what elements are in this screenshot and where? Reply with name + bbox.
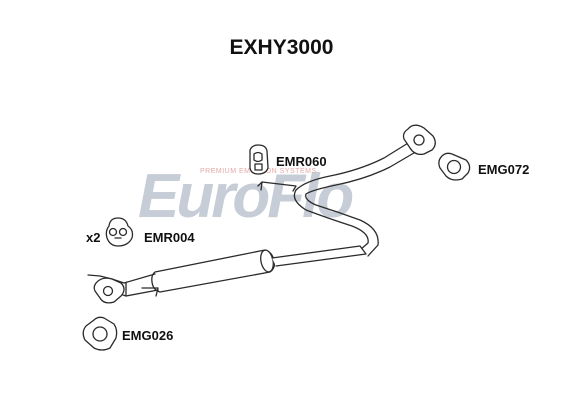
label-emr004-quantity: x2 [86, 230, 101, 245]
hanger-emr060-icon [249, 144, 269, 175]
watermark-brand: EuroFlo [138, 162, 354, 231]
label-emg026: EMG026 [122, 328, 174, 343]
outlet-flange [93, 277, 125, 304]
gasket-emg072-icon [438, 152, 471, 181]
hanger-emr004-icon [105, 217, 134, 247]
label-emg072: EMG072 [478, 162, 530, 177]
gasket-emg026-icon [82, 316, 118, 351]
silencer-body [151, 245, 367, 293]
label-emr004: EMR004 [144, 230, 195, 245]
label-emr060: EMR060 [276, 154, 327, 169]
front-pipe [257, 139, 420, 257]
inlet-flange [402, 124, 436, 156]
part-number-title: EXHY3000 [229, 36, 334, 59]
